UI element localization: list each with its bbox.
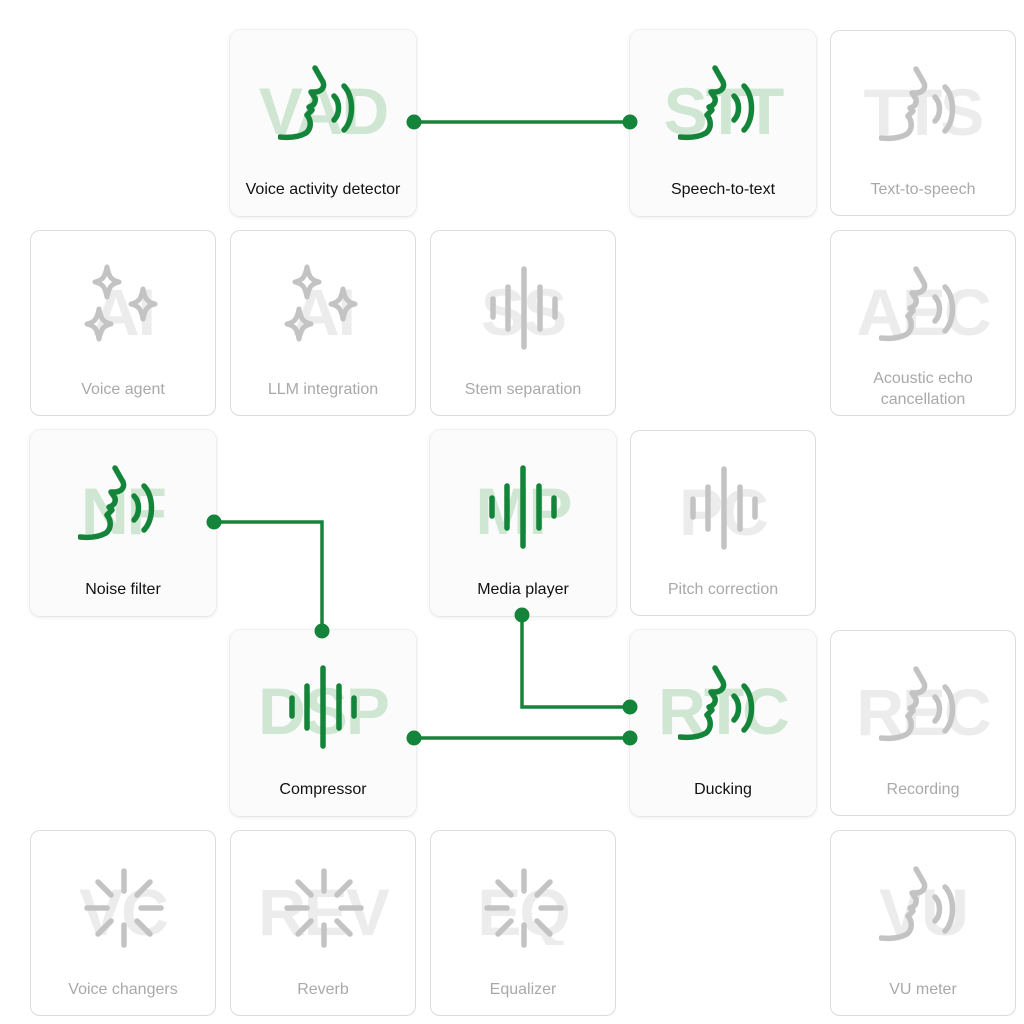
- voice-profile-icon: [678, 65, 755, 141]
- sparkles-icon: [84, 264, 158, 342]
- voice-profile-icon: [879, 866, 956, 942]
- waveform-icon: [289, 665, 357, 749]
- node-label: Media player: [477, 580, 569, 598]
- spinner-icon: [284, 868, 364, 948]
- node-label: Noise filter: [85, 580, 161, 598]
- node-label: VU meter: [889, 980, 957, 998]
- node-label: Voice changers: [68, 980, 178, 998]
- node-label: Speech-to-text: [670, 180, 776, 198]
- waveform-icon: [490, 266, 558, 350]
- node-label: Stem separation: [464, 380, 582, 398]
- node-label: Equalizer: [489, 980, 557, 998]
- node-label: Recording: [886, 780, 960, 798]
- connection-noise-filter-to-compressor: [214, 520, 324, 631]
- voice-profile-icon: [879, 66, 956, 142]
- connection-media-player-to-ducking: [520, 615, 630, 709]
- node-label: Compressor: [279, 780, 367, 798]
- spinner-icon: [84, 868, 164, 948]
- waveform-icon: [690, 466, 758, 550]
- node-label: Voice agent: [81, 380, 165, 398]
- sparkles-icon: [284, 264, 358, 342]
- node-label: LLM integration: [267, 380, 379, 398]
- node-label: Text-to-speech: [870, 180, 976, 198]
- voice-profile-icon: [879, 266, 956, 342]
- voice-profile-icon: [879, 666, 956, 742]
- voice-profile-icon: [78, 465, 155, 541]
- node-label: Ducking: [694, 780, 752, 798]
- spinner-icon: [484, 868, 564, 948]
- node-label: Acoustic echo cancellation: [873, 370, 973, 408]
- node-label: Reverb: [297, 980, 349, 998]
- waveform-icon: [489, 465, 557, 549]
- voice-profile-icon: [278, 65, 355, 141]
- voice-profile-icon: [678, 665, 755, 741]
- node-label: Voice activity detector: [245, 180, 401, 198]
- node-label: Pitch correction: [667, 580, 779, 598]
